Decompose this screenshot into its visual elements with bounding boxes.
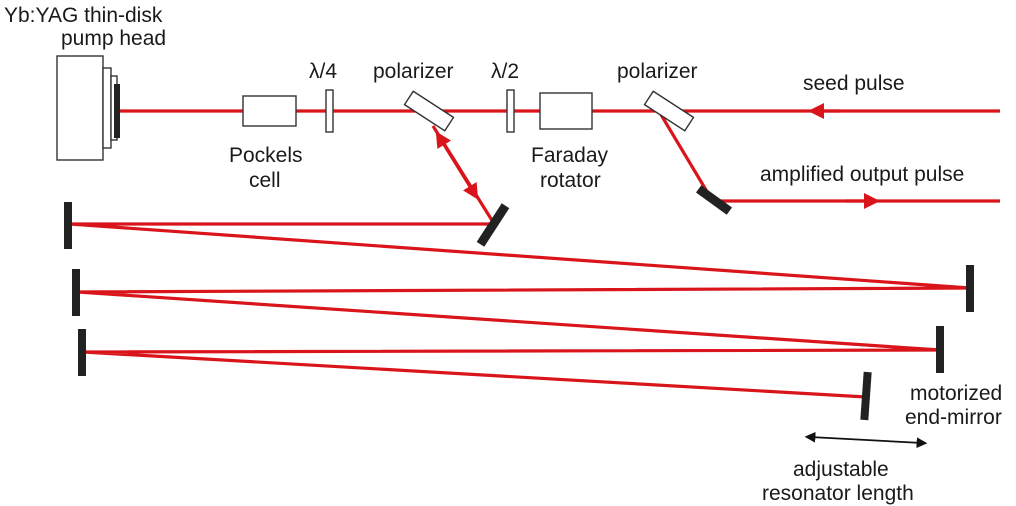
fold-mirror-diagonal [476,203,510,247]
beam-double-arrow [435,131,479,200]
quarter-wave-plate [325,89,334,133]
half-wave-plate [506,89,515,133]
label-seed-pulse: seed pulse [803,72,905,95]
label-polarizer-2: polarizer [617,60,698,83]
label-quarter-wave: λ/4 [309,60,337,83]
mirror-left-3 [78,329,86,376]
label-output-pulse: amplified output pulse [760,163,964,186]
label-end-mirror-line1: motorized [910,382,1002,405]
label-resonator-line2: resonator length [762,482,914,505]
resonator-length-arrow [804,431,928,449]
polarizer-2 [643,90,695,132]
label-half-wave: λ/2 [491,60,519,83]
label-pockels-line1: Pockels [229,144,303,167]
motorized-end-mirror [860,371,872,421]
mirror-right-2 [936,326,944,373]
beam-pol2-to-output-mirror [658,112,714,201]
beam-resonator [69,222,971,399]
pump-head [56,55,120,161]
label-pump-head-line1: Yb:YAG thin-disk [4,4,163,27]
label-faraday-line2: rotator [540,169,601,192]
polarizer-1 [403,90,455,132]
faraday-rotator [539,92,593,130]
mirror-right-1 [966,265,974,312]
label-end-mirror-line2: end-mirror [905,406,1002,429]
label-resonator-line1: adjustable [793,458,889,481]
mirror-left-1 [64,202,72,249]
pockels-cell [242,95,297,127]
mirror-left-2 [72,269,80,316]
output-mirror [695,185,733,215]
label-faraday-line1: Faraday [531,144,609,167]
label-pump-head-line2: pump head [61,27,166,50]
label-pockels-line2: cell [249,169,281,192]
label-polarizer-1: polarizer [373,60,454,83]
